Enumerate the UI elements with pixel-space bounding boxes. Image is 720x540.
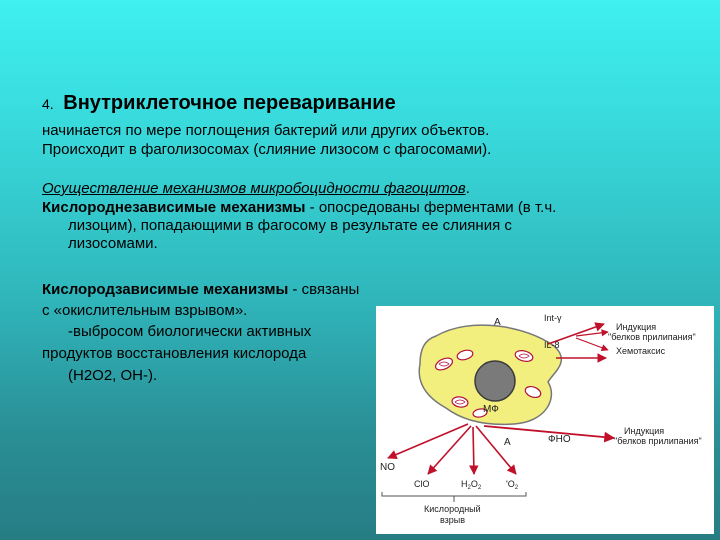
- subtitle-text: Осуществление механизмов микробоцидности…: [42, 180, 466, 197]
- subtitle-tail: .: [465, 180, 470, 197]
- o2-dependent-line-4: продуктов восстановления кислорода: [42, 345, 307, 362]
- label-o2: 'O2: [506, 479, 519, 491]
- induction-top-2: "белков прилипания": [608, 332, 696, 342]
- label-h2o2: H2O2: [461, 479, 482, 491]
- label-fno: ФНО: [548, 434, 571, 445]
- chemotaxis-label: Хемотаксис: [616, 346, 666, 356]
- intro-line-1: начинается по мере поглощения бактерий и…: [42, 122, 490, 139]
- label-clo: ClO: [414, 479, 430, 489]
- label-int: Int-γ: [544, 313, 562, 323]
- arrow-h2o2: [469, 426, 479, 475]
- o2-independent-line-3: лизосомами.: [68, 235, 158, 252]
- label-a-bottom: А: [504, 437, 511, 448]
- cell-nucleus: [474, 360, 516, 402]
- arrow-clo: [427, 425, 472, 475]
- mechanisms-subtitle: Осуществление механизмов микробоцидности…: [42, 180, 470, 198]
- burst-label-2: взрыв: [440, 515, 465, 525]
- arrow-a-top: [547, 322, 605, 345]
- induction-bottom-2: "белков прилипания": [614, 436, 702, 446]
- macrophage-diagram-svg: МФ А Int-γ IL-8 Индукция "белков прилипа…: [380, 313, 702, 525]
- label-il8: IL-8: [544, 340, 560, 350]
- arrow-o2: [475, 425, 517, 475]
- o2-independent-text: - опосредованы ферментами (в т.ч.: [305, 199, 557, 216]
- arrow-chemotaxis: [575, 337, 609, 352]
- intro-line-2: Происходит в фаголизосомах (слияние лизо…: [42, 141, 492, 158]
- induction-top-1: Индукция: [616, 322, 656, 332]
- label-a-top: А: [494, 317, 501, 328]
- burst-bracket: [381, 492, 527, 497]
- cell-granules: [434, 349, 542, 418]
- o2-independent-term: Кислороднезависимые механизмы: [42, 199, 306, 216]
- arrow-induction-top: [575, 329, 609, 337]
- arrow-no: [387, 423, 469, 460]
- o2-dependent-line-5: (Н2О2, ОН-).: [68, 367, 158, 384]
- o2-dependent-line-3: -выбросом биологически активных: [68, 323, 312, 340]
- title-number: 4.: [42, 96, 54, 112]
- slide-title: 4. Внутриклеточное переваривание: [42, 92, 396, 115]
- label-no: NO: [380, 462, 395, 473]
- title-text: Внутриклеточное переваривание: [63, 92, 396, 114]
- o2-independent-line-2: лизоцим), попадающими в фагосому в резул…: [68, 217, 512, 234]
- o2-dependent-text: - связаны: [288, 281, 360, 298]
- o2-independent-line-1: Кислороднезависимые механизмы - опосредо…: [42, 199, 556, 217]
- macrophage-diagram: МФ А Int-γ IL-8 Индукция "белков прилипа…: [376, 306, 714, 534]
- o2-dependent-line-2: с «окислительным взрывом».: [42, 302, 248, 319]
- cell-label: МФ: [483, 404, 499, 415]
- o2-dependent-line-1: Кислородзависимые механизмы - связаны: [42, 281, 359, 299]
- induction-bottom-1: Индукция: [624, 426, 664, 436]
- arrow-fno: [483, 425, 616, 443]
- o2-dependent-term: Кислородзависимые механизмы: [42, 281, 289, 298]
- burst-label-1: Кислородный: [424, 504, 481, 514]
